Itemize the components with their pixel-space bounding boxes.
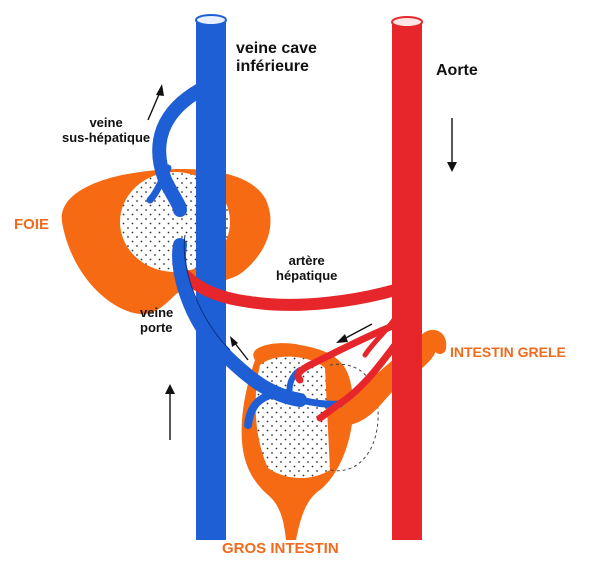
hepatic-vein-label: veine sus-hépatique <box>62 116 150 146</box>
vena-cava-label: veine cave inférieure <box>236 40 317 77</box>
large-intestine-label: GROS INTESTIN <box>222 540 339 557</box>
small-intestine-label: INTESTIN GRELE <box>450 344 566 360</box>
portal-vein-label: veine porte <box>140 306 173 336</box>
vena-cava-top-opening <box>196 15 226 25</box>
hepatic-artery-label: artère hépatique <box>276 254 337 284</box>
arrow-down-icon <box>447 118 457 172</box>
aorta <box>392 20 422 540</box>
arrow-up-icon <box>165 384 175 440</box>
liver-label: FOIE <box>14 216 49 233</box>
aorta-top-opening <box>392 17 422 27</box>
arrow-up-icon <box>148 84 164 120</box>
aorta-label: Aorte <box>436 62 478 80</box>
